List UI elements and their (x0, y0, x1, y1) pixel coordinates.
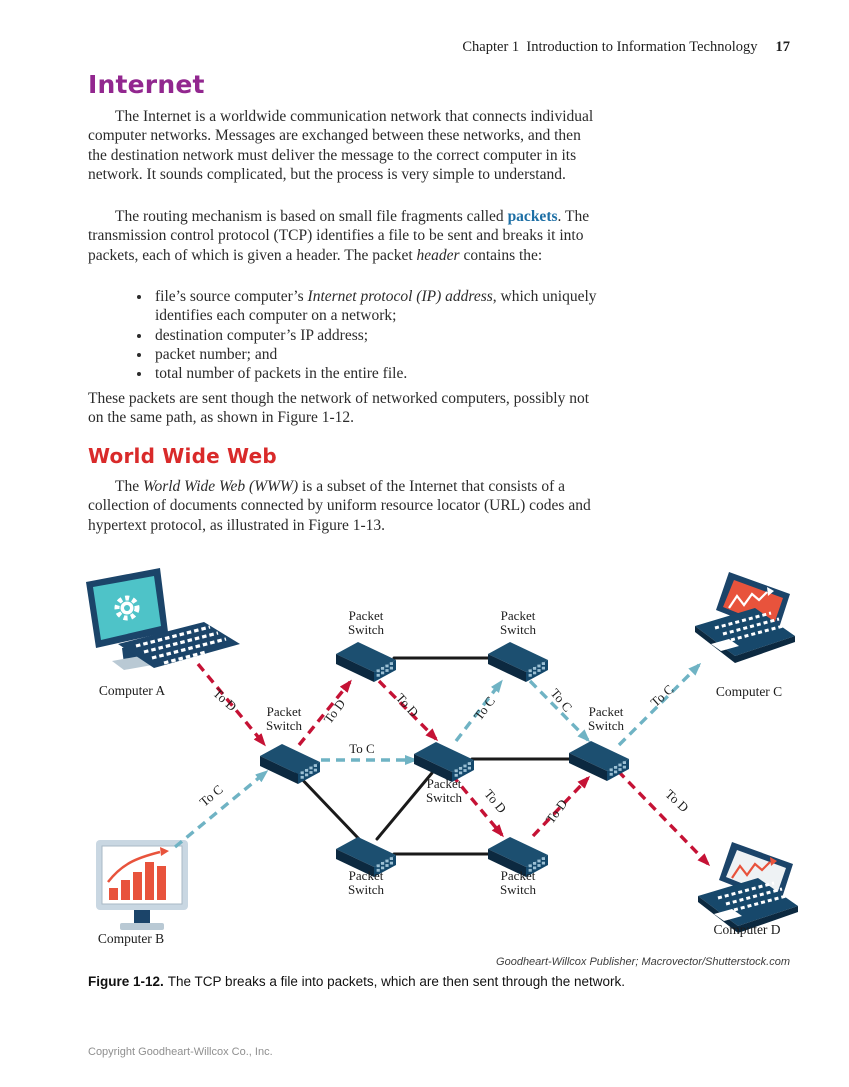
figure-caption: Figure 1-12.The TCP breaks a file into p… (88, 974, 798, 989)
arrow-top-right-to-right (528, 679, 591, 743)
figure-caption-text: The TCP breaks a file into packets, whic… (167, 974, 626, 989)
arrow-center-to-top-right (454, 679, 503, 743)
computer-c-label: Computer C (716, 684, 782, 699)
packet-header-list: file’s source computer’s Internet protoc… (88, 287, 652, 383)
edge-label-to-d: To D (393, 690, 422, 719)
edge-label-to-c: To C (471, 694, 498, 723)
running-head-title: Chapter 1 Introduction to Information Te… (462, 39, 758, 55)
arrow-right-to-computer-d (616, 769, 711, 867)
computer-b-illustration (96, 840, 188, 930)
paragraph-www: The World Wide Web (WWW) is a subset of … (88, 478, 591, 534)
arrow-bottom-right-to-right (531, 775, 591, 838)
paragraph-internet-1: The Internet is a worldwide communicatio… (88, 108, 594, 183)
list-item: packet number; and (152, 345, 652, 364)
computer-a-illustration (86, 568, 240, 670)
paragraph-internet-3: These packets are sent though the networ… (88, 390, 590, 427)
figure-credit: Goodheart-Willcox Publisher; Macrovector… (496, 956, 790, 968)
copyright-footer: Copyright Goodheart-Willcox Co., Inc. (88, 1046, 273, 1058)
edge-label-to-c: To C (548, 686, 576, 715)
arrow-center-to-bottom-right (450, 773, 504, 838)
edge-label-to-c: To C (648, 682, 677, 710)
line-chart-icon (731, 857, 777, 879)
edge-label-to-d: To D (210, 685, 239, 714)
paragraph-internet-2: The routing mechanism is based on small … (88, 208, 590, 264)
packet-path-to-c (173, 662, 702, 849)
section-heading-internet: Internet (88, 70, 205, 99)
computer-d-illustration (698, 842, 798, 933)
edge-label-to-d: To D (662, 786, 691, 815)
edge-label-to-d: To D (481, 786, 509, 816)
list-item: destination computer’s IP address; (152, 326, 652, 345)
list-item: file’s source computer’s Internet protoc… (152, 287, 652, 326)
figure-caption-label: Figure 1-12. (88, 974, 164, 989)
network-links (294, 656, 573, 856)
packet-switches (260, 642, 629, 877)
arrow-switch-left-to-top-left (297, 679, 352, 747)
computer-a-label: Computer A (99, 683, 166, 698)
page-number: 17 (775, 39, 791, 55)
bar-chart-icon (109, 862, 166, 900)
edge-label-to-d: To D (321, 696, 349, 726)
arrow-right-to-computer-c (617, 662, 702, 747)
arrow-b-to-switch-left (173, 770, 269, 849)
packet-switch (488, 642, 548, 682)
packet-path-to-d (196, 662, 711, 867)
section-heading-www: World Wide Web (88, 444, 277, 468)
line-chart-icon (728, 587, 774, 609)
computer-b-label: Computer B (98, 931, 164, 946)
gear-icon (114, 595, 140, 621)
list-item: total number of packets in the entire fi… (152, 364, 652, 383)
edge-label-to-c: To C (197, 782, 226, 810)
arrow-top-left-to-center (377, 679, 439, 742)
arrow-a-to-switch-left (196, 662, 266, 747)
computer-d-label: Computer D (713, 922, 780, 937)
packet-switch (260, 744, 320, 784)
packet-switch (336, 642, 396, 682)
edge-label-to-c: To C (349, 741, 374, 756)
computer-c-illustration (695, 572, 795, 663)
running-head: Chapter 1 Introduction to Information Te… (462, 39, 790, 56)
